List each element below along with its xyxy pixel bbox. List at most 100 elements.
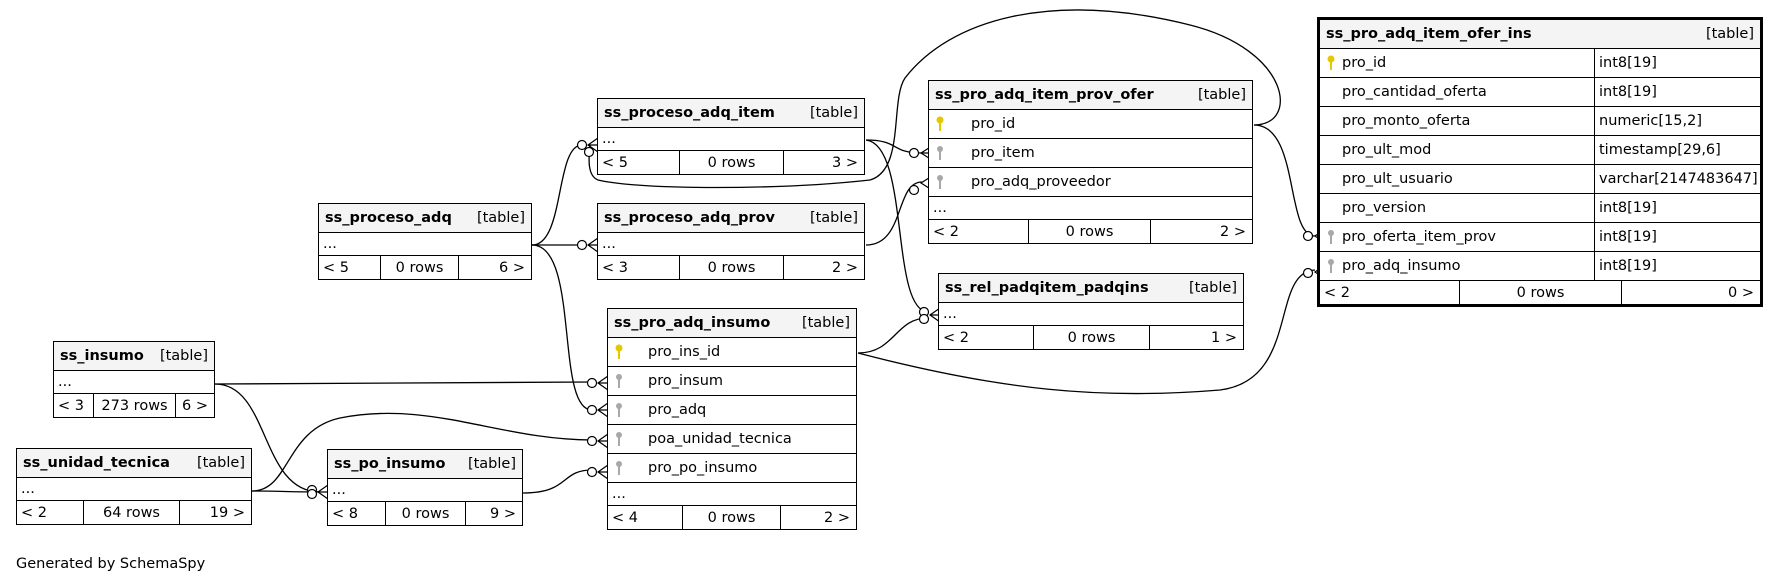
table-type: [table] [809,210,858,226]
column-row[interactable]: pro_adq_proveedor [929,168,1252,197]
crows-foot [596,464,609,480]
row-count: 0 rows [680,151,784,174]
edge-provofer-oferins [1253,124,1316,237]
row-count: 64 rows [84,501,180,524]
parents-count: < 2 [929,220,1029,243]
table-type: [table] [196,455,245,471]
cardinality-circle [1302,267,1314,279]
column-row[interactable]: pro_adq [608,396,856,425]
foreign-key-icon [608,373,630,389]
cardinality-circle [1302,230,1314,242]
foreign-key-icon [929,174,951,190]
column-name: pro_po_insumo [648,460,758,476]
edge-proceso-adq-item [531,144,583,246]
primary-key-icon [608,344,630,360]
children-count: 6 > [499,259,525,276]
column-name: pro_adq_proveedor [971,174,1111,190]
parents-count: < 2 [939,326,1034,349]
cardinality-circle [586,435,598,447]
column-name: pro_insum [648,373,724,389]
table-header: ss_pro_adq_insumo[table] [608,309,856,338]
table-type: [table] [159,348,208,364]
cardinality-circle [576,139,588,151]
column-row[interactable]: pro_id [929,110,1252,139]
column-row[interactable]: pro_insum [608,367,856,396]
table-type: [table] [467,456,516,472]
column-datatype: int8[19] [1594,252,1657,280]
column-row[interactable]: pro_ins_id [608,338,856,367]
column-name: pro_adq [648,402,707,418]
parents-count: < 2 [1320,281,1460,304]
table-type: [table] [1197,87,1246,103]
crows-foot [596,402,609,418]
children-count: 2 > [1220,223,1246,240]
table-name: ss_unidad_tecnica [23,455,170,471]
table-ellipsis: ... [54,371,214,394]
cardinality-circle [586,404,598,416]
children-count: 1 > [1211,329,1237,346]
children-count: 19 > [209,504,245,521]
table-name: ss_pro_adq_item_ofer_ins [1326,26,1532,42]
edge-insumo-rel [857,317,929,354]
table-name: ss_insumo [60,348,144,364]
parents-count: < 4 [608,506,683,529]
column-name: pro_version [1342,200,1427,216]
table-header: ss_pro_adq_item_ofer_ins [table] [1320,20,1760,49]
edge-proceso-adq-insumo [531,244,593,411]
column-datatype: numeric[15,2] [1594,107,1702,135]
table-header: ss_proceso_adq_prov[table] [598,204,864,233]
parents-count: < 5 [319,256,381,279]
cardinality-circle [586,377,598,389]
table-type: [table] [1705,26,1754,42]
table-ellipsis: ... [939,303,1243,326]
table-ellipsis: ... [328,479,522,502]
edge-insumo-oferins [857,269,1316,395]
row-count: 273 rows [94,394,176,417]
table-ss-pro-adq-insumo[interactable]: ss_pro_adq_insumo[table] pro_ins_id pro_… [607,308,857,530]
row-count: 0 rows [1034,326,1150,349]
column-row[interactable]: pro_item [929,139,1252,168]
row-count: 0 rows [683,506,781,529]
table-name: ss_rel_padqitem_padqins [945,280,1149,296]
edge-insumo-proinsum [214,381,593,385]
edge-item-rel [865,139,929,313]
cardinality-circle [908,184,920,196]
table-type: [table] [1188,280,1237,296]
table-name: ss_pro_adq_insumo [614,315,771,331]
table-ss-pro-adq-item-prov-ofer[interactable]: ss_pro_adq_item_prov_ofer[table] pro_id … [928,80,1253,244]
table-header: ss_proceso_adq_item[table] [598,99,864,128]
column-row[interactable]: pro_po_insumo [608,454,856,483]
foreign-key-icon [929,145,951,161]
cardinality-circle [586,466,598,478]
column-name: pro_ins_id [648,344,721,360]
column-name: pro_id [971,116,1016,132]
table-type: [table] [809,105,858,121]
table-ellipsis: ... [598,128,864,151]
parents-count: < 3 [54,394,94,417]
column-row[interactable]: poa_unidad_tecnica [608,425,856,454]
table-ellipsis: ... [608,483,856,506]
table-name: ss_proceso_adq [325,210,452,226]
